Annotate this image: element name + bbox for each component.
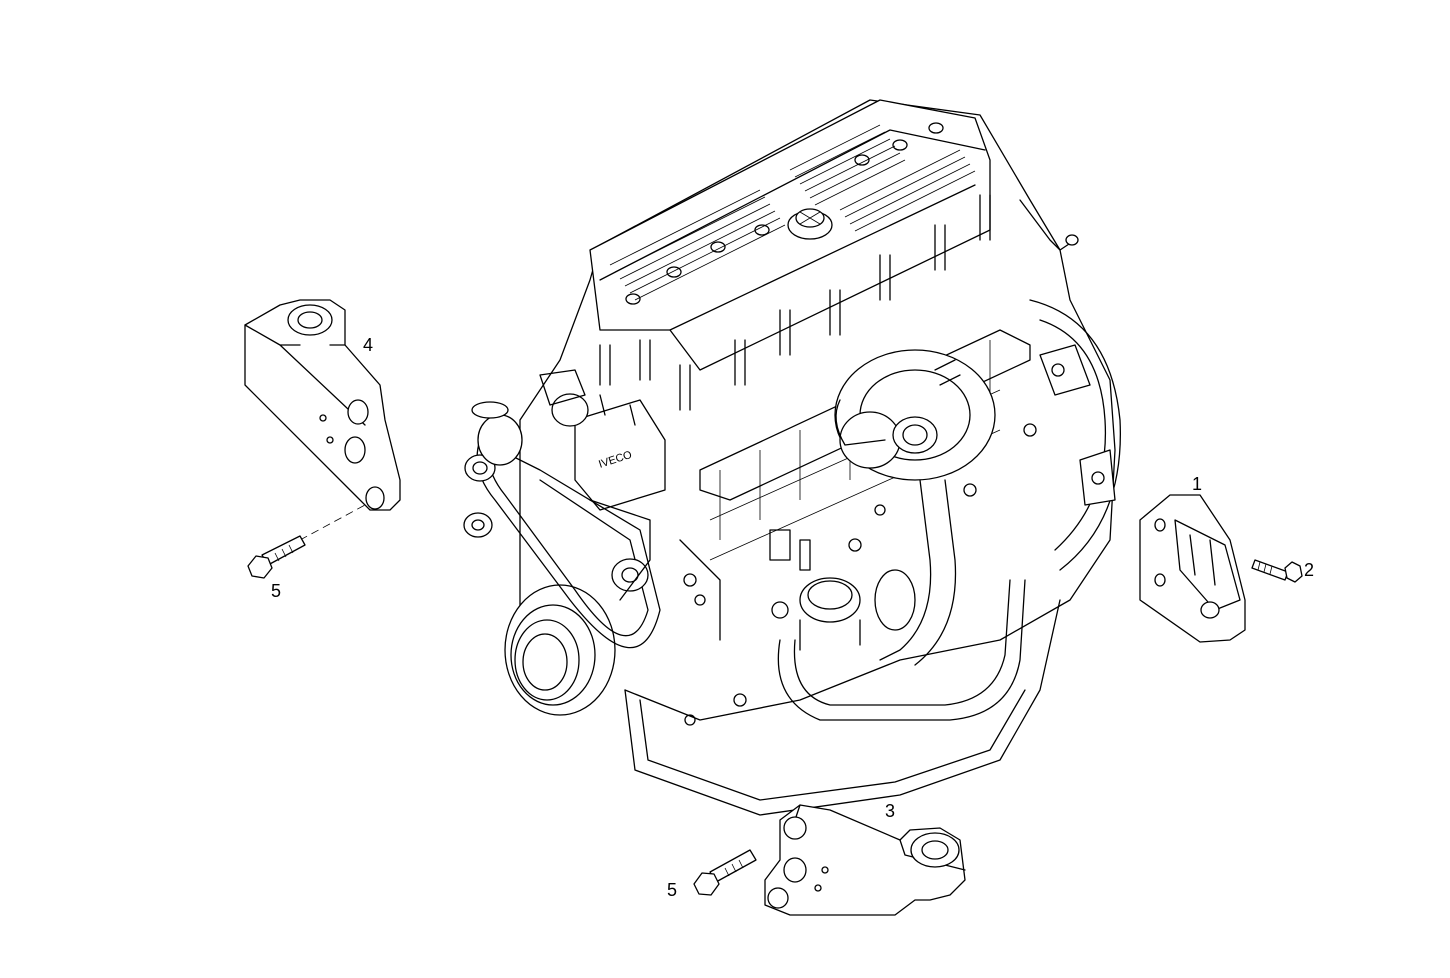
idler-pulley: [464, 454, 496, 482]
crankshaft-pulley: [504, 584, 616, 716]
part-1-bracket: [1139, 494, 1246, 643]
callout-4: 4: [363, 335, 373, 355]
part-2-bolt: [1251, 559, 1303, 583]
cover-bolt-holes: [625, 122, 944, 305]
part-4-bracket: [244, 299, 401, 511]
callout-2: 2: [1304, 560, 1314, 580]
turbocharger: [834, 349, 996, 481]
valve-cover-fins: [609, 124, 976, 301]
callouts: 1 2 3 4 5 5: [271, 335, 1314, 900]
part-5-bolt-bottom: [693, 849, 757, 896]
engine-assembly: IVECO: [463, 99, 1122, 816]
callout-1: 1: [1192, 474, 1202, 494]
callout-3: 3: [885, 801, 895, 821]
callout-5-bottom: 5: [667, 880, 677, 900]
tensioner-pulley: [463, 512, 493, 538]
injector-pipes: [599, 194, 991, 411]
part-3-bracket: [764, 804, 966, 916]
callout-5-left: 5: [271, 581, 281, 601]
water-pump-pulley: [611, 558, 649, 592]
egr-valve: [799, 577, 861, 623]
part-5-bolt-left: [247, 504, 366, 579]
thermostat-housing: [574, 399, 666, 511]
